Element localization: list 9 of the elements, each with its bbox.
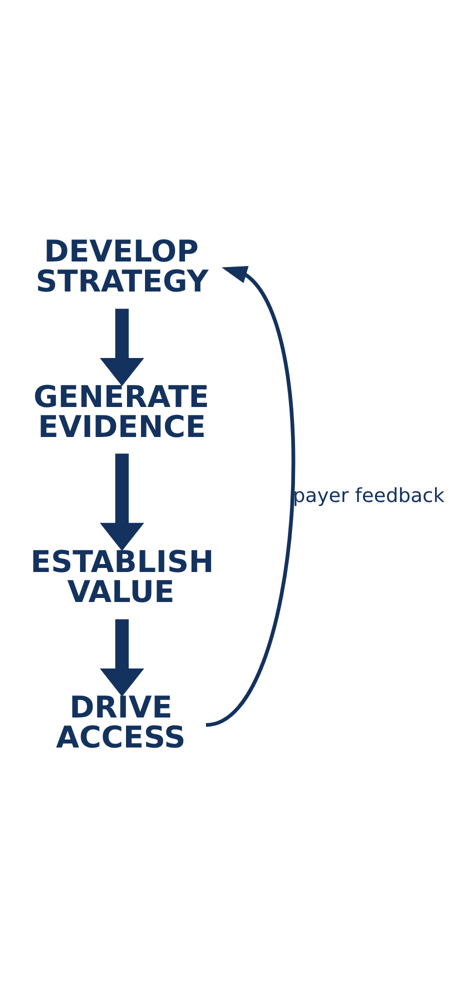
- node-text: DEVELOP STRATEGY: [36, 234, 208, 300]
- arrow: [100, 619, 144, 697]
- arrow: [100, 308, 144, 386]
- arrow: [205, 266, 296, 727]
- node-text: DRIVE ACCESS: [56, 690, 186, 756]
- node-text: ESTABLISH VALUE: [30, 545, 214, 610]
- edge-label: payer feedback: [292, 484, 445, 508]
- node-text: GENERATE EVIDENCE: [34, 380, 210, 445]
- arrow: [100, 454, 144, 551]
